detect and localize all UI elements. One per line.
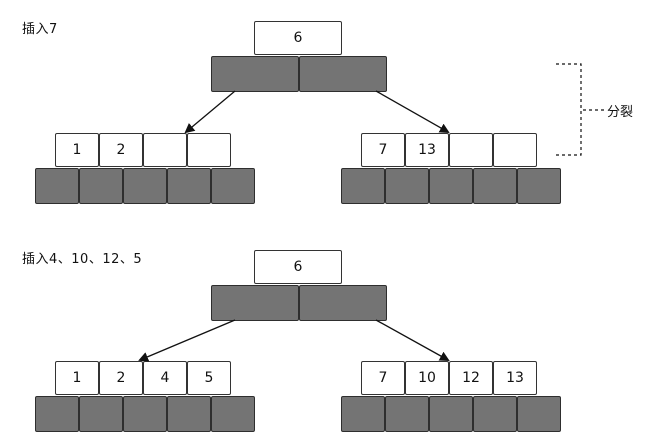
panel-2-right-leaf-key-2: 10 [405,361,449,395]
panel-2-right-leaf-key-1: 7 [361,361,405,395]
panel-1-left-leaf-key-1: 1 [55,133,99,167]
panel-2-root-key-1: 6 [254,250,342,284]
panel-1-left-leaf-pointer-3 [123,168,167,204]
panel-1-right-leaf-key-1: 7 [361,133,405,167]
panel-2-right-leaf-pointer-1 [341,396,385,432]
panel-1-right-leaf-pointer-2 [385,168,429,204]
panel-1-right-leaf-key-2: 13 [405,133,449,167]
panel-2-left-leaf-key-3: 4 [143,361,187,395]
panel-1-arrow-right [375,90,450,133]
panel-2-arrow-left [138,319,236,362]
panel-1-left-leaf-key-2: 2 [99,133,143,167]
panel-1-left-leaf-pointer-1 [35,168,79,204]
panel-1-left-leaf-pointer-2 [79,168,123,204]
panel-1-arrow-left [184,90,236,134]
split-label: 分裂 [607,105,634,120]
panel-2-left-leaf-pointer-4 [167,396,211,432]
panel-1-root-key-1: 6 [254,21,342,55]
panel-2-left-leaf-key-2: 2 [99,361,143,395]
panel-2-left-leaf-pointer-2 [79,396,123,432]
panel-1-right-leaf-pointer-5 [517,168,561,204]
panel-1-root-pointer-1 [211,56,299,92]
panel-1-left-leaf-pointer-4 [167,168,211,204]
split-bracket [556,63,582,156]
panel-2-right-leaf-pointer-4 [473,396,517,432]
panel-2-left-leaf-key-1: 1 [55,361,99,395]
panel-1-title: 插入7 [22,22,58,37]
panel-2-left-leaf-pointer-5 [211,396,255,432]
panel-1-left-leaf-pointer-5 [211,168,255,204]
panel-2-left-leaf-key-4: 5 [187,361,231,395]
panel-1-right-leaf-pointer-4 [473,168,517,204]
panel-1-root-pointer-2 [299,56,387,92]
panel-1-right-leaf-pointer-3 [429,168,473,204]
panel-1-left-leaf-key-3 [143,133,187,167]
panel-2-title: 插入4、10、12、5 [22,252,143,267]
panel-1-right-leaf-key-3 [449,133,493,167]
panel-2-right-leaf-key-3: 12 [449,361,493,395]
panel-2-left-leaf-pointer-3 [123,396,167,432]
panel-2-right-leaf-pointer-2 [385,396,429,432]
panel-1-right-leaf-key-4 [493,133,537,167]
panel-2-left-leaf-pointer-1 [35,396,79,432]
panel-2-right-leaf-pointer-5 [517,396,561,432]
panel-2-root-pointer-1 [211,285,299,321]
panel-2-right-leaf-pointer-3 [429,396,473,432]
panel-2-right-leaf-key-4: 13 [493,361,537,395]
panel-2-arrow-right [375,319,450,361]
panel-1-left-leaf-key-4 [187,133,231,167]
panel-2-root-pointer-2 [299,285,387,321]
panel-1-right-leaf-pointer-1 [341,168,385,204]
